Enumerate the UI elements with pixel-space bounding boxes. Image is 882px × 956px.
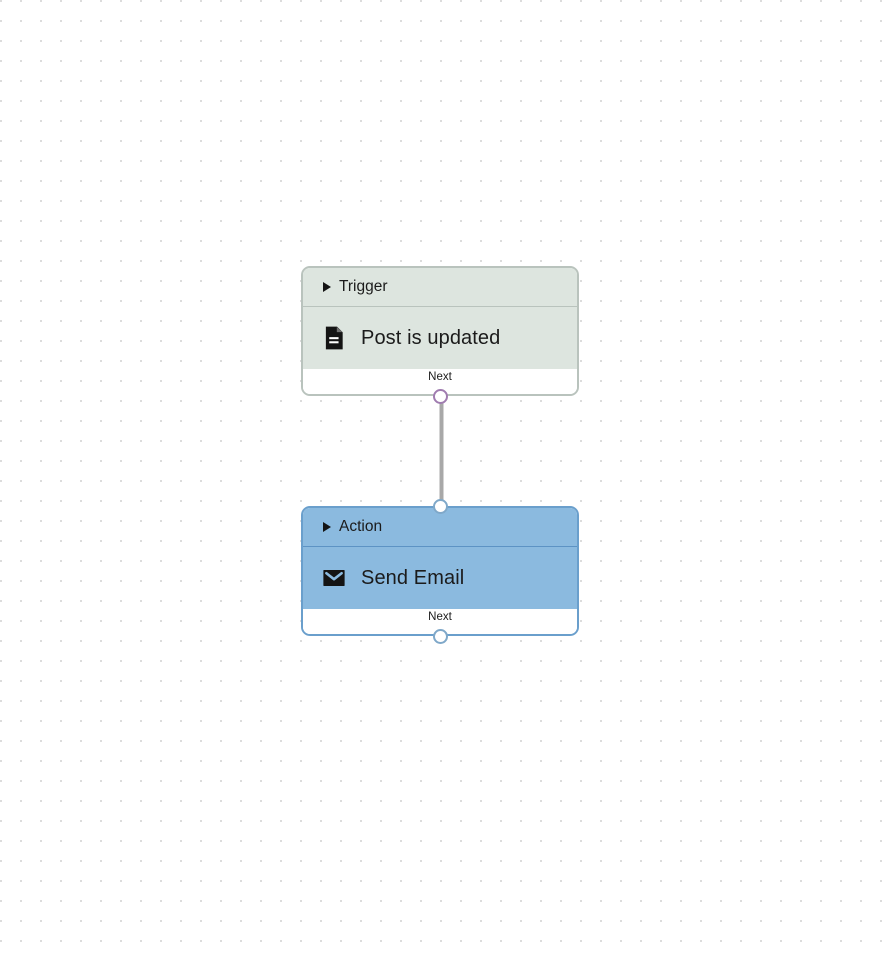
document-icon xyxy=(325,326,343,350)
node-trigger-footer: Next xyxy=(303,369,577,394)
envelope-icon xyxy=(323,569,345,587)
node-action-input-port[interactable] xyxy=(432,498,448,514)
node-action-next-label: Next xyxy=(428,611,452,623)
node-action-header-label: Action xyxy=(339,518,383,535)
workflow-node-action[interactable]: Action Send Email Next xyxy=(301,498,579,644)
caret-right-icon[interactable] xyxy=(323,282,331,292)
node-trigger-body-label: Post is updated xyxy=(361,326,501,349)
node-trigger-body[interactable]: Post is updated xyxy=(303,307,577,369)
node-action-body-label: Send Email xyxy=(361,566,465,589)
node-trigger-header[interactable]: Trigger xyxy=(303,268,577,307)
node-action-header[interactable]: Action xyxy=(303,508,577,547)
node-trigger-header-label: Trigger xyxy=(339,278,388,295)
caret-right-icon[interactable] xyxy=(323,522,331,532)
node-action-output-port[interactable] xyxy=(432,628,448,644)
node-trigger-next-label: Next xyxy=(428,371,452,383)
node-action-frame: Action Send Email Next xyxy=(301,506,579,636)
node-trigger-output-port[interactable] xyxy=(432,388,448,404)
workflow-node-trigger[interactable]: Trigger Post is updated Next xyxy=(301,266,579,404)
node-trigger-frame: Trigger Post is updated Next xyxy=(301,266,579,396)
node-action-body[interactable]: Send Email xyxy=(303,547,577,609)
